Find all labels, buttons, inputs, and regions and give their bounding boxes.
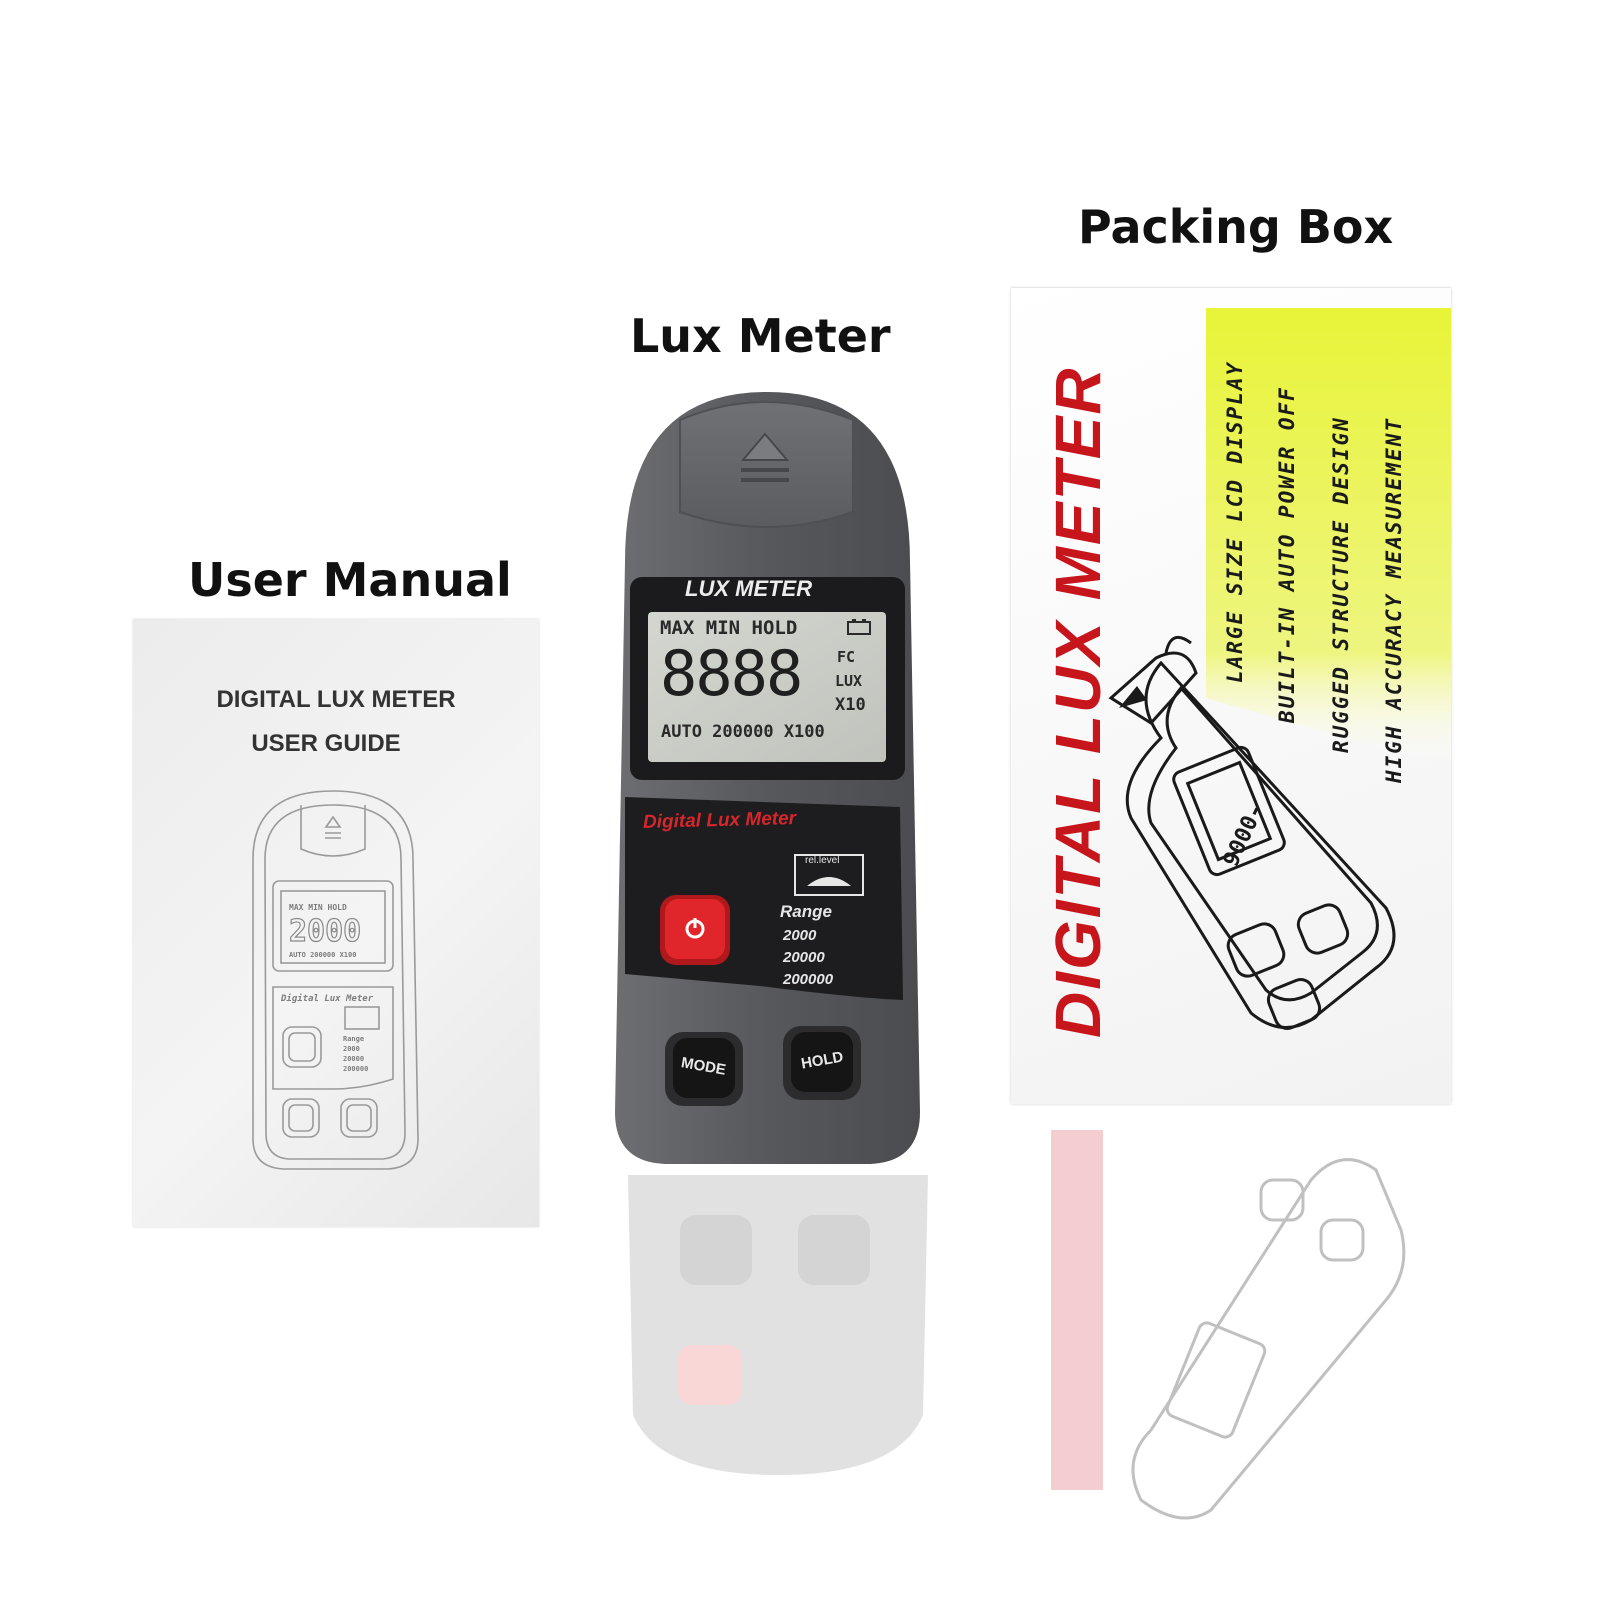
- svg-text:2000: 2000: [289, 914, 361, 949]
- svg-text:2000: 2000: [343, 1045, 360, 1053]
- box-reflection: [1051, 1130, 1406, 1520]
- box-feature-3: RUGGED STRUCTURE DESIGN: [1329, 416, 1353, 753]
- lcd-unit-x10: X10: [835, 695, 866, 715]
- box-art: 9000-: [1108, 308, 1451, 1030]
- range-2000: 2000: [783, 927, 817, 944]
- lux-meter-device: LUX METER MAX MIN HOLD 8888 FC LUX X10 A…: [585, 392, 950, 1164]
- lcd-bottom-row: AUTO 200000 X100: [661, 722, 825, 742]
- box-feature-2: BUILT-IN AUTO POWER OFF: [1275, 386, 1299, 723]
- manual-title-line1: DIGITAL LUX METER: [216, 686, 456, 713]
- lcd-unit-lux: LUX: [835, 672, 863, 690]
- lux-meter-caption: Lux Meter: [630, 309, 891, 363]
- svg-text:9000-: 9000-: [1219, 800, 1270, 871]
- battery-icon: [847, 619, 871, 635]
- svg-text:AUTO 200000 X100: AUTO 200000 X100: [289, 951, 356, 959]
- box-feature-4: HIGH ACCURACY MEASUREMENT: [1382, 416, 1406, 783]
- range-20000: 20000: [783, 949, 825, 966]
- lcd-header: LUX METER: [685, 576, 813, 601]
- lcd-unit-fc: FC: [837, 648, 856, 666]
- user-manual-caption: User Manual: [188, 553, 512, 607]
- packing-box: 9000- DIGITAL LUX METER LARGE SIZE LCD D…: [1011, 288, 1451, 1104]
- range-label: Range: [780, 902, 832, 921]
- panel-title: Digital Lux Meter: [642, 808, 797, 834]
- meter-body: [615, 392, 920, 1164]
- svg-text:Range: Range: [343, 1035, 364, 1043]
- manual-title-line2: USER GUIDE: [251, 730, 401, 757]
- user-manual: MAX MIN HOLD 2000 AUTO 200000 X100 Digit…: [133, 619, 539, 1227]
- range-200000: 200000: [783, 971, 834, 988]
- packing-box-caption: Packing Box: [1078, 200, 1394, 254]
- lcd-digits: 8888: [660, 637, 803, 710]
- svg-text:200000: 200000: [343, 1065, 368, 1073]
- svg-text:Digital Lux Meter: Digital Lux Meter: [280, 993, 374, 1004]
- rel-level-label: rel.level: [805, 855, 840, 866]
- box-brand-text: DIGITAL LUX METER: [1042, 366, 1114, 1038]
- power-button[interactable]: [665, 899, 725, 959]
- meter-reflection: [628, 1175, 928, 1475]
- lcd-indicator-row: MAX MIN HOLD: [660, 617, 798, 639]
- svg-text:20000: 20000: [343, 1055, 364, 1063]
- manual-meter-sketch: MAX MIN HOLD 2000 AUTO 200000 X100 Digit…: [252, 790, 419, 1170]
- svg-text:MAX MIN HOLD: MAX MIN HOLD: [289, 903, 347, 912]
- box-feature-1: LARGE SIZE LCD DISPLAY: [1223, 360, 1247, 683]
